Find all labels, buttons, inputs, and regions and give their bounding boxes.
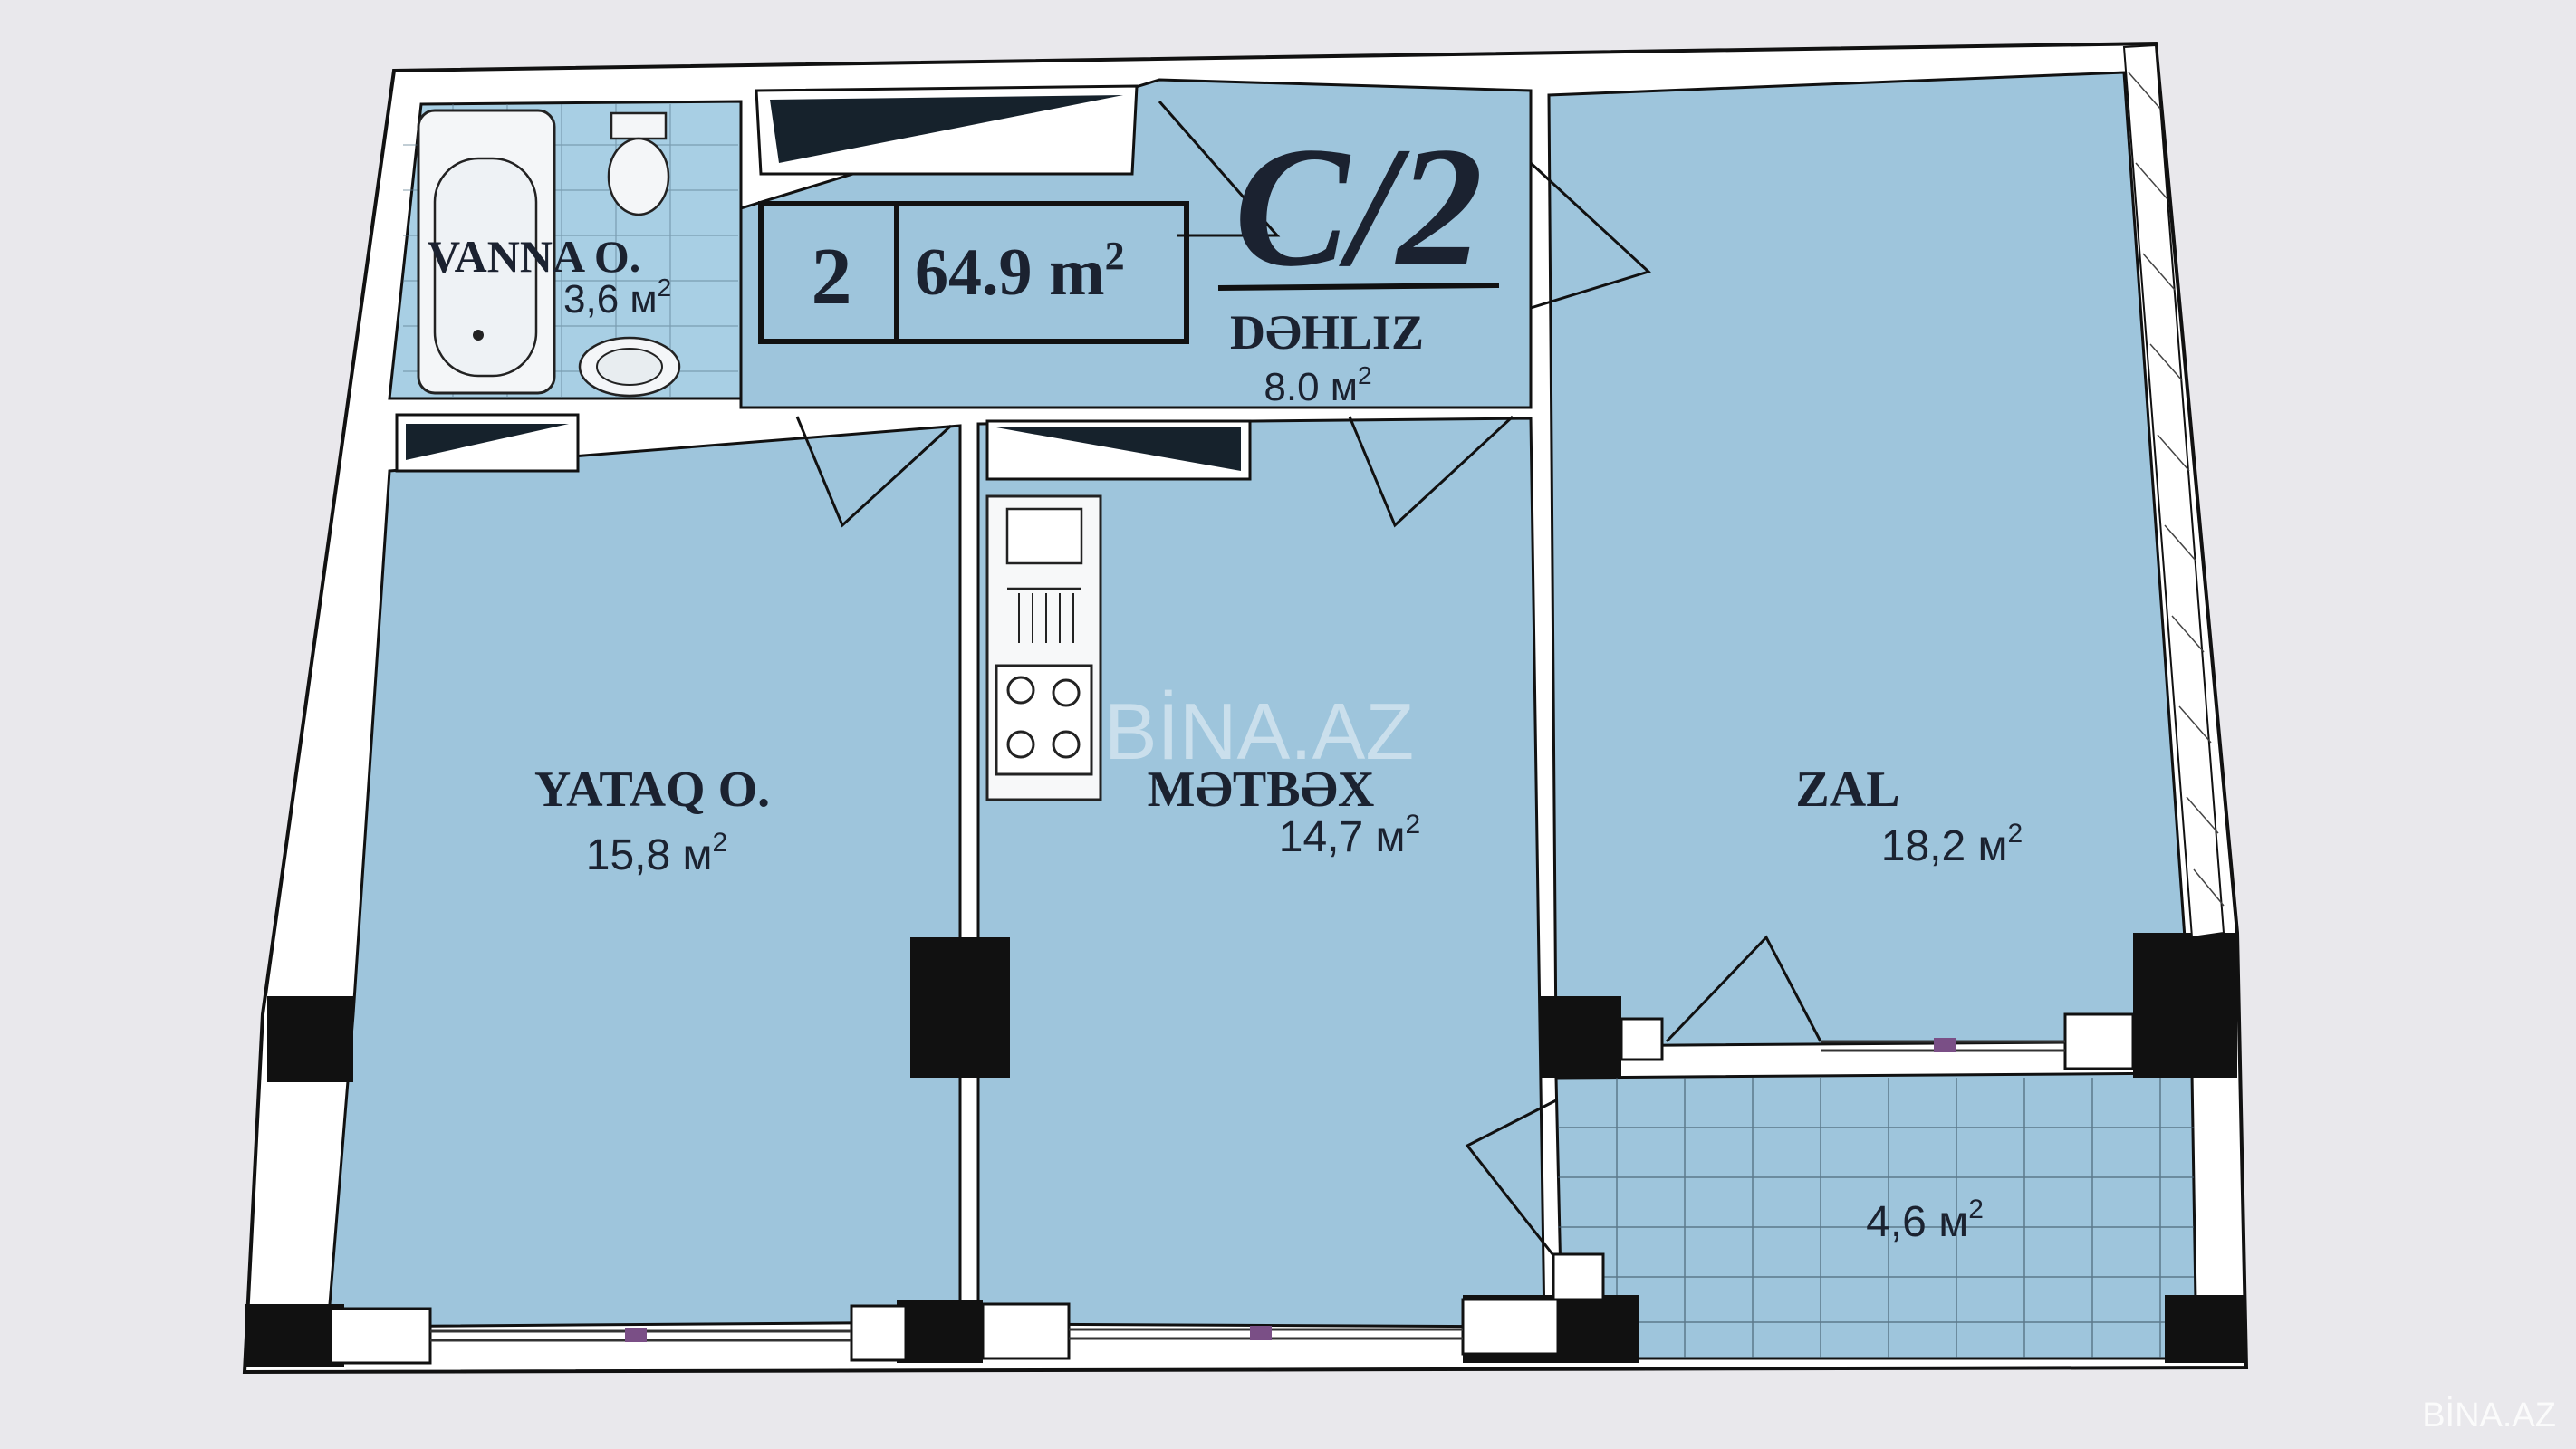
hallway-wardrobe-shading	[770, 95, 1123, 163]
label-metbex: MƏTBƏX	[1148, 762, 1375, 818]
wall-hatching	[2128, 72, 2225, 907]
total-area-sup: 2	[1105, 234, 1125, 278]
area-zal: 18,2 м2	[1881, 819, 2023, 870]
room-living	[1547, 71, 2194, 1048]
balcony-tiles	[1558, 1078, 2194, 1358]
label-zal: ZAL	[1795, 762, 1899, 818]
bedroom-wardrobe-shading	[406, 424, 569, 460]
stove-icon	[985, 494, 1102, 801]
watermark-center: BİNA.AZ	[1104, 686, 1414, 776]
bathtub-icon	[417, 109, 556, 395]
label-vanna: VANNA O.	[428, 231, 640, 282]
label-dehliz: DƏHLIZ	[1230, 305, 1424, 360]
area-dehliz: 8.0 м2	[1264, 361, 1371, 409]
exterior-hatched-wall	[2122, 43, 2225, 939]
total-area: 64.9 m2	[915, 234, 1125, 310]
window-sills	[329, 1012, 2135, 1365]
label-yataq: YATAQ O.	[534, 762, 770, 818]
kitchen-cabinet-shading	[996, 427, 1241, 471]
rooms-count: 2	[812, 232, 852, 321]
total-area-value: 64.9 m	[915, 235, 1105, 310]
door-swings	[795, 101, 1822, 1260]
area-metbex: 14,7 м2	[1279, 810, 1420, 861]
info-box	[758, 201, 1189, 344]
area-yataq: 15,8 м2	[586, 828, 727, 879]
sink-icon	[578, 336, 681, 398]
room-bedroom	[326, 424, 962, 1329]
window-handles	[625, 1038, 1956, 1342]
area-balcony: 4,6 м2	[1866, 1195, 1984, 1246]
block-underline	[1217, 283, 1500, 291]
block-label: C/2	[1235, 112, 1484, 302]
area-vanna: 3,6 м2	[563, 273, 671, 321]
toilet-icon	[607, 111, 670, 216]
watermark-corner: BİNA.AZ	[2422, 1396, 2556, 1435]
